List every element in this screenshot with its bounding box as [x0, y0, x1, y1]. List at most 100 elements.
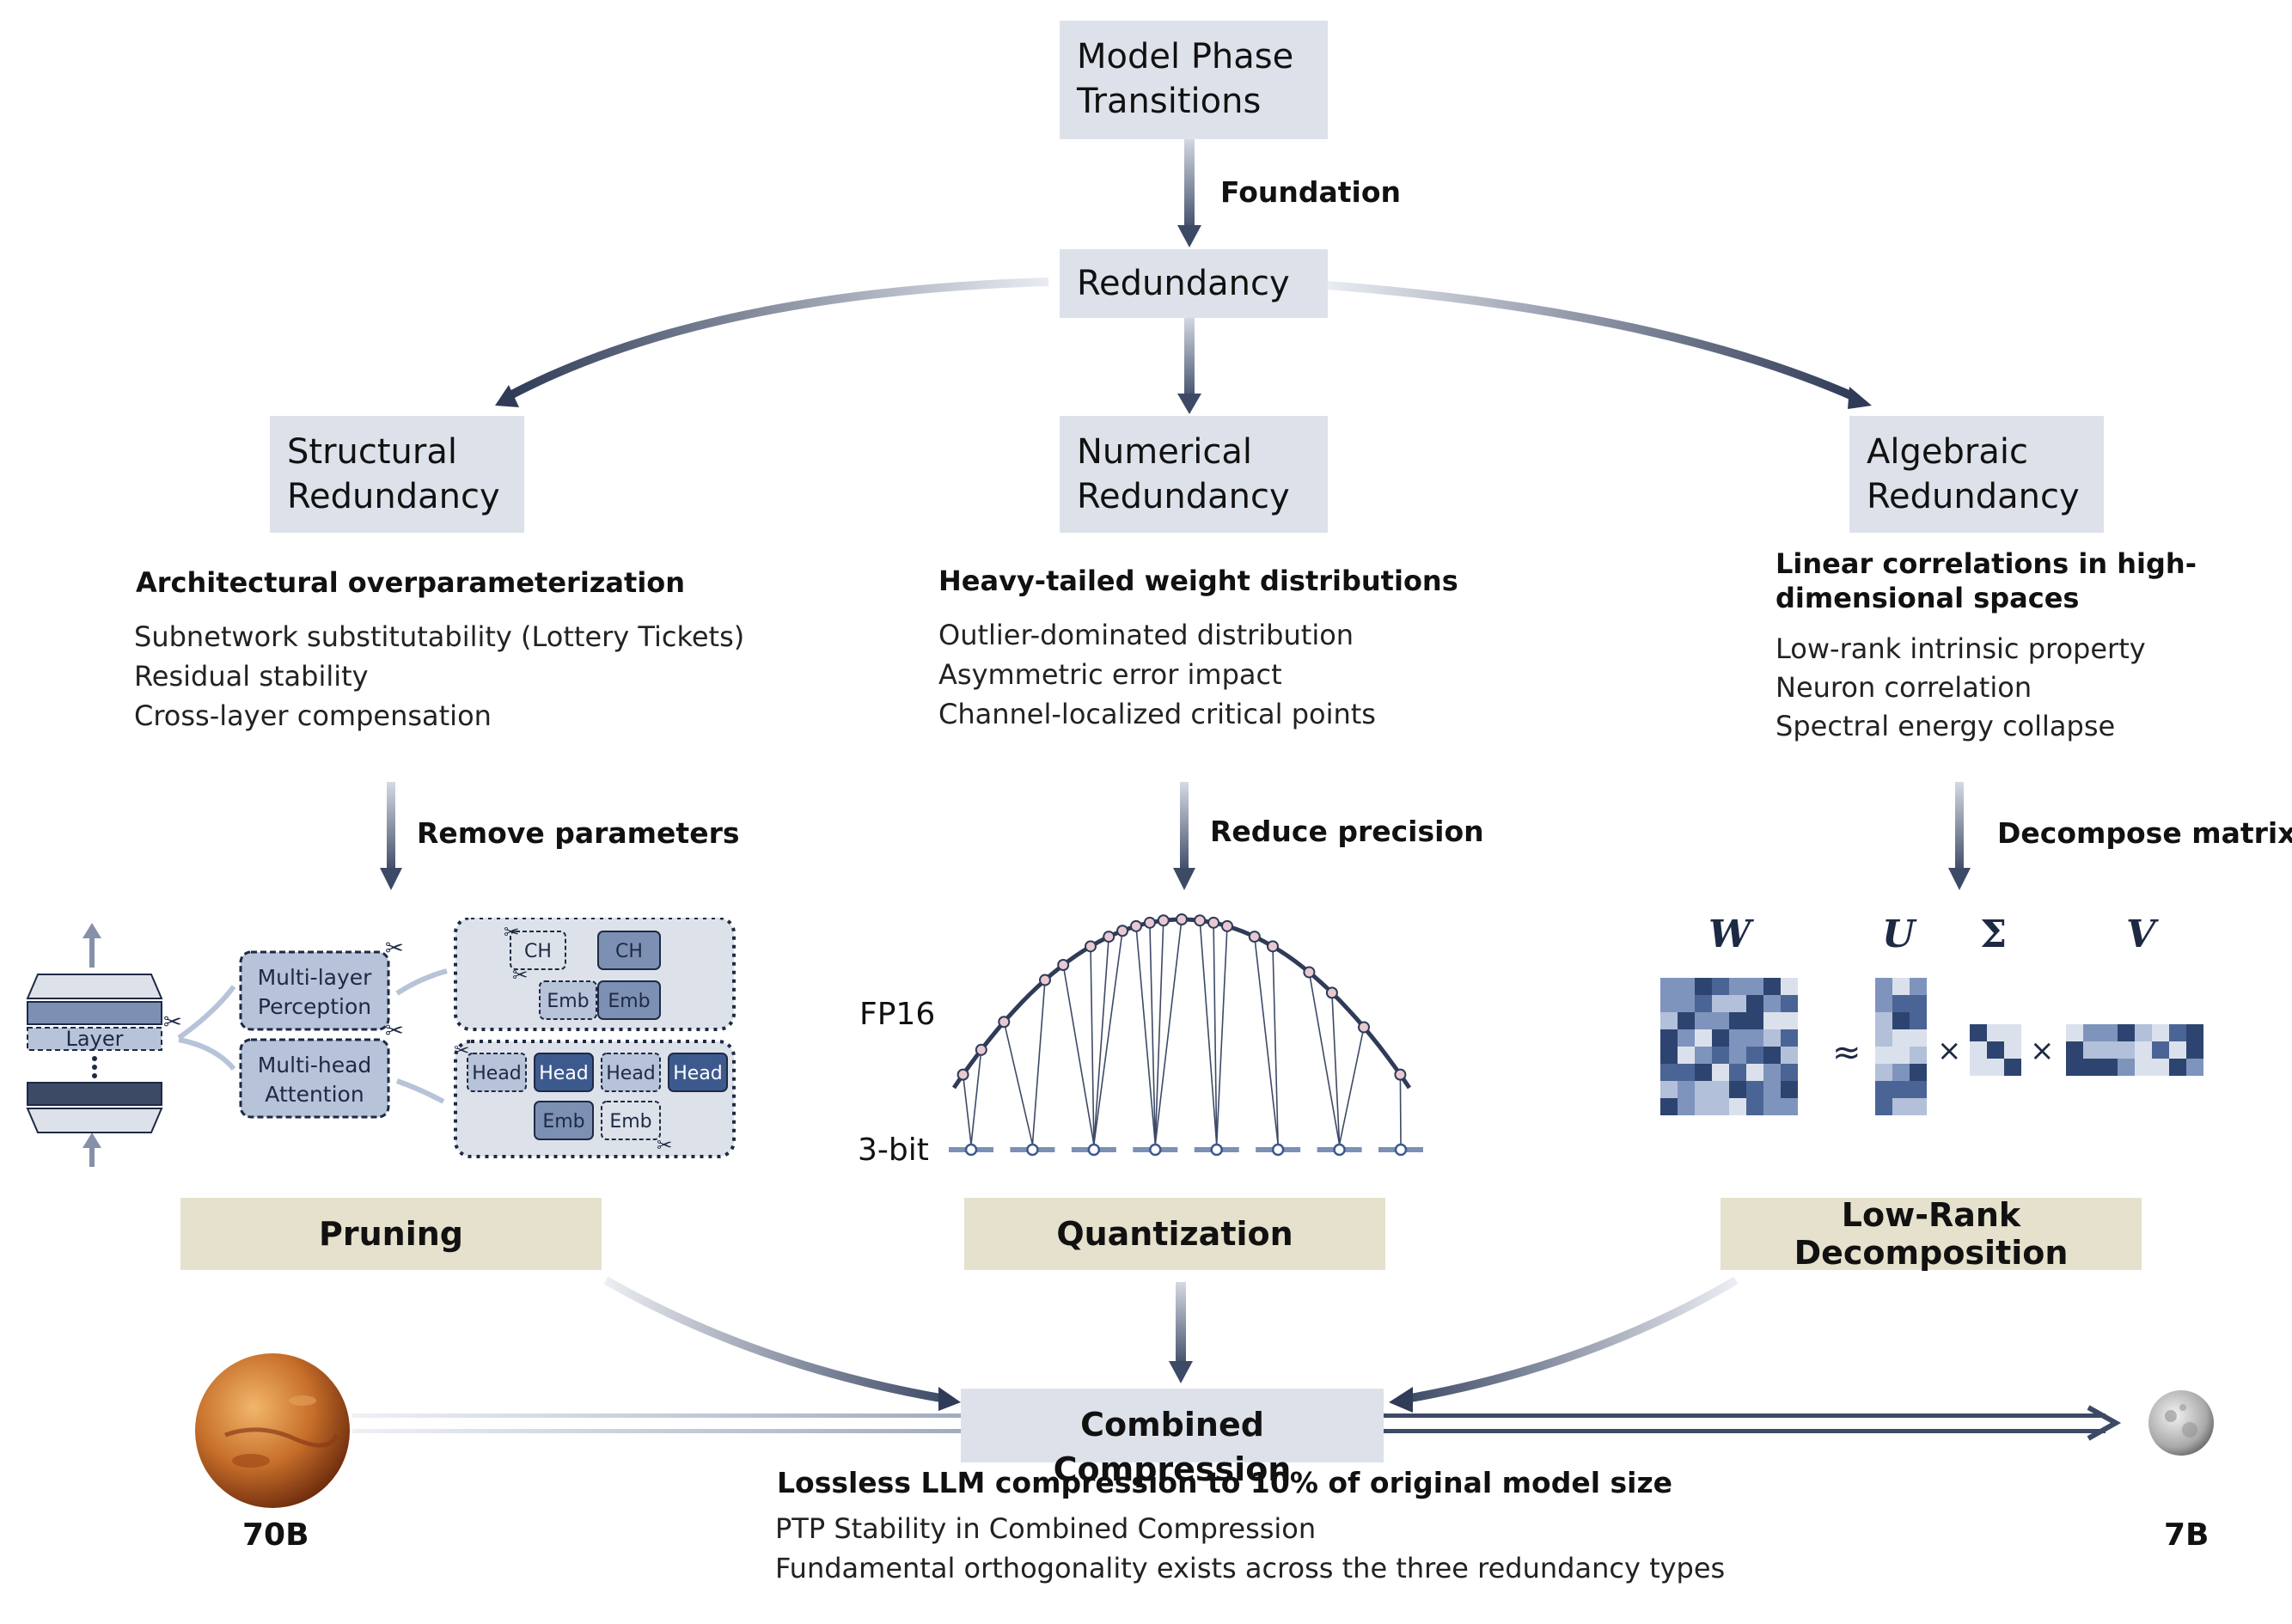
quantization-figure — [949, 913, 1423, 1157]
center-down-arrow — [1177, 316, 1201, 414]
matrix-w-label: W — [1708, 913, 1751, 956]
head-scissors-icon: ✂ — [454, 1041, 469, 1062]
combined-compression-box: Combined Compression — [961, 1389, 1384, 1488]
matrix-cell — [2186, 1041, 2203, 1059]
matrix-cell — [2186, 1059, 2203, 1076]
quantization-mapping-line — [1272, 946, 1279, 1145]
matrix-cell — [2004, 1059, 2021, 1076]
ch-text-2: CH — [615, 941, 643, 962]
layer-pruned — [27, 1027, 162, 1051]
fp16-weight-point — [1157, 914, 1170, 927]
matrix-cell — [1781, 995, 1798, 1012]
fp16-weight-point — [1267, 940, 1279, 953]
matrix-cell — [1660, 1012, 1678, 1029]
ch-scissors-icon: ✂ — [504, 922, 519, 943]
fp16-weight-point — [957, 1068, 969, 1081]
low-rank-figure: ≈ × × — [1660, 978, 2203, 1115]
matrix-cell — [1875, 1098, 1892, 1115]
mlp-text-line1: Multi-layer — [258, 965, 373, 990]
numerical-item-2: Asymmetric error impact — [938, 658, 1282, 691]
fp16-weight-point — [1303, 966, 1316, 979]
structural-item-3: Cross-layer compensation — [134, 699, 492, 732]
structural-item-1: Subnetwork substitutability (Lottery Tic… — [134, 620, 745, 653]
3bit-label: 3-bit — [858, 1133, 929, 1168]
algebraic-heading: Linear correlations in high-dimensional … — [1776, 547, 2197, 614]
matrix-cell — [1678, 1064, 1695, 1081]
structural-redundancy-box: Structural Redundancy — [270, 416, 524, 533]
fp16-weight-point — [1248, 931, 1261, 943]
low-rank-label: Low-Rank Decomposition — [1794, 1196, 2069, 1272]
matrix-cell — [1875, 995, 1892, 1012]
matrix-cell — [1892, 995, 1910, 1012]
mha-box — [239, 1038, 390, 1119]
matrix-cell — [1660, 1098, 1678, 1115]
matrix-cell — [2118, 1059, 2135, 1076]
matrix-cell — [1763, 1081, 1781, 1098]
matrix-cell — [1746, 1029, 1763, 1047]
fp16-weight-point — [1039, 974, 1051, 986]
quantization-mapping-line — [1149, 922, 1157, 1145]
matrix-cell — [1678, 995, 1695, 1012]
times-symbol-2: × — [2030, 1034, 2055, 1068]
matrix-cell — [1910, 1098, 1927, 1115]
matrix-cell — [1875, 1064, 1892, 1081]
matrix-cell — [1910, 1012, 1927, 1029]
head-block-2 — [668, 1053, 728, 1092]
combined-item-1: PTP Stability in Combined Compression — [775, 1512, 1317, 1545]
layer-up-arrow-bottom — [83, 1133, 101, 1167]
matrix-cell — [1892, 1081, 1910, 1098]
matrix-cell — [1729, 995, 1746, 1012]
matrix-cell — [1910, 978, 1927, 995]
matrix-cell — [1763, 978, 1781, 995]
lowrank-to-combined-arrow — [1389, 1276, 1739, 1413]
matrix-cell — [1695, 1064, 1712, 1081]
quantization-mapping-line — [1093, 937, 1109, 1145]
matrix-cell — [2083, 1059, 2100, 1076]
matrix-cell — [2169, 1041, 2186, 1059]
svg-text:Multi-head: Multi-head — [258, 1053, 372, 1078]
quantization-box: Quantization — [964, 1198, 1385, 1270]
matrix-cell — [1729, 1047, 1746, 1064]
matrix-cell — [1781, 1064, 1798, 1081]
algebraic-redundancy-box: Algebraic Redundancy — [1849, 416, 2104, 533]
matrix-cell — [2152, 1041, 2169, 1059]
branch-to-mlp — [177, 985, 236, 1041]
matrix-cell — [1746, 1064, 1763, 1081]
matrix-cell — [1746, 1012, 1763, 1029]
matrix-cell — [1660, 1029, 1678, 1047]
matrix-w — [1660, 978, 1798, 1115]
left-curve-arrow — [495, 278, 1049, 407]
matrix-cell — [1729, 978, 1746, 995]
head-block-pruned-1 — [467, 1053, 527, 1092]
matrix-cell — [1892, 1012, 1910, 1029]
matrix-cell — [2100, 1059, 2118, 1076]
matrix-cell — [1695, 1047, 1712, 1064]
fp16-weight-points — [957, 913, 1407, 1081]
emb-block-3 — [534, 1101, 594, 1140]
matrix-cell — [1763, 1012, 1781, 1029]
3bit-level-point — [1333, 1143, 1346, 1157]
fp16-weight-point — [1103, 931, 1115, 943]
matrix-cell — [1781, 1081, 1798, 1098]
fp16-weight-point — [1085, 940, 1097, 953]
matrix-cell — [1729, 1029, 1746, 1047]
matrix-cell — [1712, 1081, 1729, 1098]
combined-compression-label: Combined Compression — [1053, 1406, 1292, 1488]
matrix-cell — [1746, 978, 1763, 995]
head-text-3: Head — [606, 1063, 656, 1084]
quantization-mapping-line — [1213, 922, 1218, 1145]
combined-heading: Lossless LLM compression to 10% of origi… — [777, 1466, 1673, 1499]
quantization-mapping-line — [1093, 931, 1123, 1145]
reduce-precision-label: Reduce precision — [1210, 815, 1484, 848]
times-symbol-1: × — [1937, 1034, 1962, 1068]
matrix-cell — [1695, 978, 1712, 995]
head-text-4: Head — [673, 1063, 723, 1084]
algebraic-title: Algebraic Redundancy — [1867, 432, 2080, 516]
matrix-cell — [1987, 1059, 2004, 1076]
combined-item-2: Fundamental orthogonality exists across … — [775, 1552, 1726, 1584]
fp16-weight-point — [1116, 925, 1129, 937]
3bit-level-point — [964, 1143, 978, 1157]
numerical-redundancy-box: Numerical Redundancy — [1060, 416, 1328, 533]
matrix-cell — [1970, 1024, 1987, 1041]
matrix-cell — [2004, 1024, 2021, 1041]
